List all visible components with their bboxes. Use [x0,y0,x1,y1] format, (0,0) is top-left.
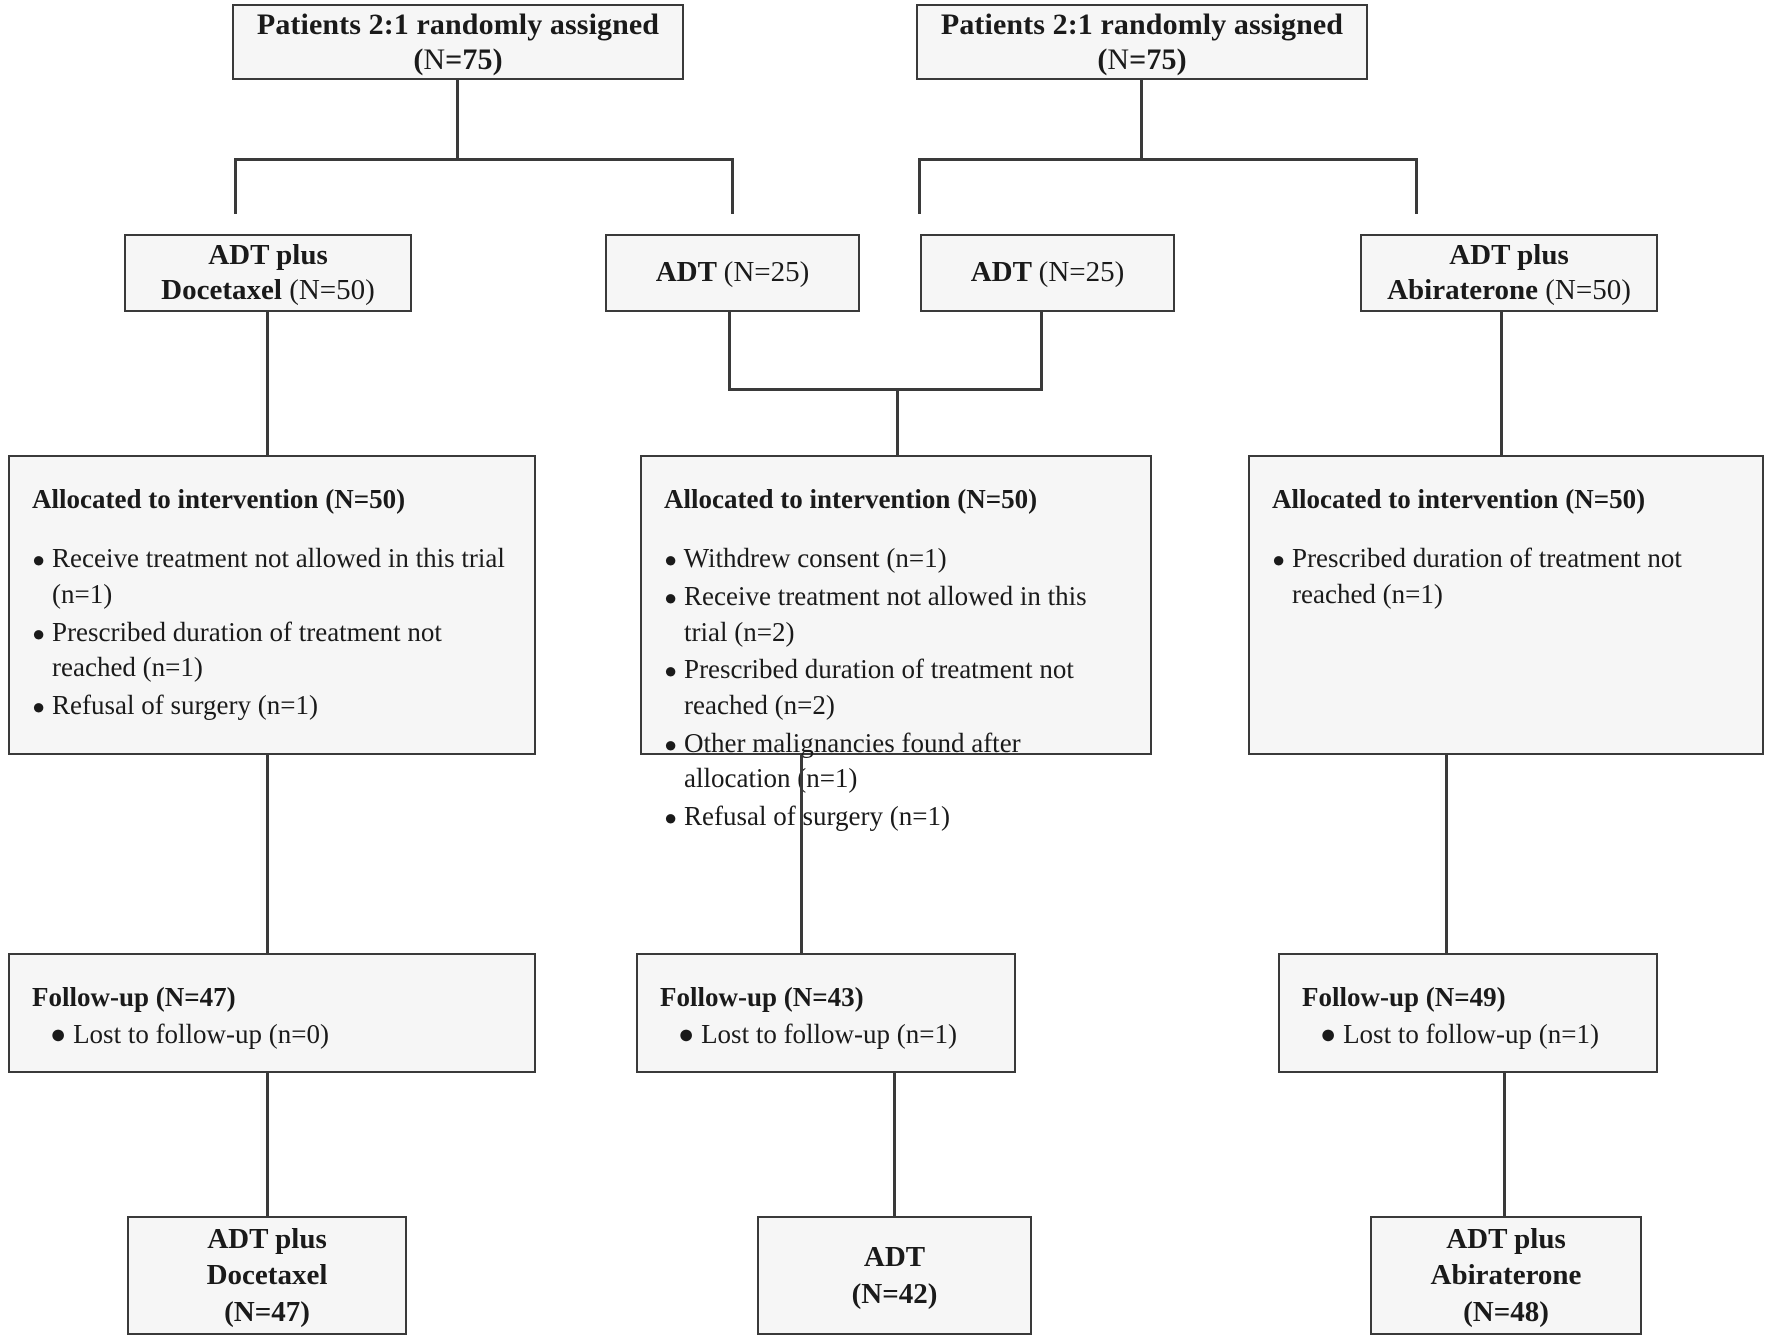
connector-adt-merge-to-allocation [896,388,899,455]
followup-adt-heading: Follow-up (N=43) [660,982,864,1012]
followup-docetaxel-bullet-1: ● Lost to follow-up (n=0) [50,1019,330,1050]
analysis-box-abiraterone: ADT plus Abiraterone (N=48) [1370,1216,1642,1335]
connector-arm3-drop [918,158,921,214]
connector-followup-abiraterone-to-analysis [1503,1073,1506,1216]
analysis-docetaxel-line1: ADT plus [207,1222,327,1255]
connector-followup-docetaxel-to-analysis [266,1073,269,1216]
arm4-line1: ADT plus [1449,238,1569,271]
bullet-dot-icon: ● [1272,547,1286,573]
analysis-docetaxel-line2: Docetaxel [206,1259,328,1292]
allocation-docetaxel-bullet-3: ● Refusal of surgery (n=1) [32,689,318,720]
allocation-adt-bullet-4: ● Other malignancies found after allocat… [664,727,1021,794]
connector-docetaxel-to-allocation [266,312,269,455]
arm2-label: ADT (N=25) [655,256,810,289]
connector-adt-left-merge-drop [728,312,731,391]
connector-abiraterone-to-allocation [1500,312,1503,455]
bullet-dot-icon: ● [50,1019,67,1050]
followup-abiraterone-heading: Follow-up (N=49) [1302,982,1506,1012]
arm3-label: ADT (N=25) [970,256,1125,289]
bullet-dot-icon: ● [678,1019,695,1050]
bullet-dot-icon: ● [664,731,678,757]
allocation-docetaxel-bullet-1: ● Receive treatment not allowed in this … [32,543,505,610]
connector-adt-merge-bar [728,388,1043,391]
analysis-docetaxel-line3: (N=47) [224,1295,310,1328]
enrollment-left-line2: (N=75) [413,43,503,76]
bullet-dot-icon: ● [664,585,678,611]
arm1-line1: ADT plus [208,238,328,271]
arm-box-docetaxel: ADT plus Docetaxel (N=50) [124,234,412,312]
connector-allocation-abiraterone-to-followup [1445,755,1448,953]
followup-adt-bullet-1: ● Lost to follow-up (n=1) [678,1019,958,1050]
connector-arm2-drop [731,158,734,214]
analysis-box-docetaxel: ADT plus Docetaxel (N=47) [127,1216,407,1335]
analysis-adt-line2: (N=42) [851,1277,938,1310]
analysis-box-adt: ADT (N=42) [757,1216,1032,1335]
arm1-line2: Docetaxel (N=50) [161,274,375,306]
analysis-adt-line1: ADT [863,1240,926,1273]
followup-box-adt: Follow-up (N=43) ● Lost to follow-up (n=… [636,953,1016,1073]
allocation-box-adt: Allocated to intervention (N=50) ● Withd… [640,455,1152,831]
allocation-box-abiraterone: Allocated to intervention (N=50) ● Presc… [1248,455,1764,755]
connector-right-split-bar [918,158,1418,161]
bullet-dot-icon: ● [32,547,46,573]
bullet-dot-icon: ● [1320,1019,1337,1050]
allocation-box-docetaxel: Allocated to intervention (N=50) ● Recei… [8,455,536,755]
connector-right-enrollment-stem [1140,80,1143,160]
followup-docetaxel-heading: Follow-up (N=47) [32,982,236,1012]
bullet-dot-icon: ● [664,658,678,684]
bullet-dot-icon: ● [664,547,678,573]
connector-arm1-drop [234,158,237,214]
arm-box-adt-left: ADT (N=25) [605,234,860,312]
analysis-abiraterone-line3: (N=48) [1463,1295,1549,1328]
allocation-docetaxel-heading: Allocated to intervention (N=50) [32,484,406,514]
enrollment-right-line1: Patients 2:1 randomly assigned [940,7,1344,41]
connector-allocation-docetaxel-to-followup [266,755,269,953]
allocation-abiraterone-heading: Allocated to intervention (N=50) [1272,484,1646,514]
bullet-dot-icon: ● [32,620,46,646]
bullet-dot-icon: ● [664,804,678,830]
allocation-adt-bullet-1: ● Withdrew consent (n=1) [664,543,947,574]
followup-abiraterone-bullet-1: ● Lost to follow-up (n=1) [1320,1019,1600,1050]
connector-left-enrollment-stem [456,80,459,160]
allocation-adt-bullet-2: ● Receive treatment not allowed in this … [664,581,1087,647]
analysis-abiraterone-line1: ADT plus [1446,1222,1566,1255]
connector-left-split-bar [234,158,734,161]
bullet-dot-icon: ● [32,693,46,719]
allocation-abiraterone-bullet-1: ● Prescribed duration of treatment not r… [1272,543,1682,610]
arm-box-abiraterone: ADT plus Abiraterone (N=50) [1360,234,1658,312]
allocation-docetaxel-bullet-2: ● Prescribed duration of treatment not r… [32,616,442,683]
allocation-adt-bullet-5: ● Refusal of surgery (n=1) [664,800,950,831]
connector-adt-right-merge-drop [1040,312,1043,391]
connector-followup-adt-to-analysis [893,1073,896,1216]
arm-box-adt-right: ADT (N=25) [920,234,1175,312]
allocation-adt-bullet-3: ● Prescribed duration of treatment not r… [664,654,1074,720]
allocation-adt-heading: Allocated to intervention (N=50) [664,484,1038,514]
followup-box-abiraterone: Follow-up (N=49) ● Lost to follow-up (n=… [1278,953,1658,1073]
enrollment-box-left: Patients 2:1 randomly assigned (N=75) [232,4,684,80]
enrollment-right-line2: (N=75) [1097,43,1187,76]
connector-allocation-adt-to-followup [800,755,803,953]
followup-box-docetaxel: Follow-up (N=47) ● Lost to follow-up (n=… [8,953,536,1073]
analysis-abiraterone-line2: Abiraterone [1430,1259,1582,1292]
arm4-line2: Abiraterone (N=50) [1387,274,1631,306]
enrollment-box-right: Patients 2:1 randomly assigned (N=75) [916,4,1368,80]
connector-arm4-drop [1415,158,1418,214]
enrollment-left-line1: Patients 2:1 randomly assigned [256,7,660,41]
